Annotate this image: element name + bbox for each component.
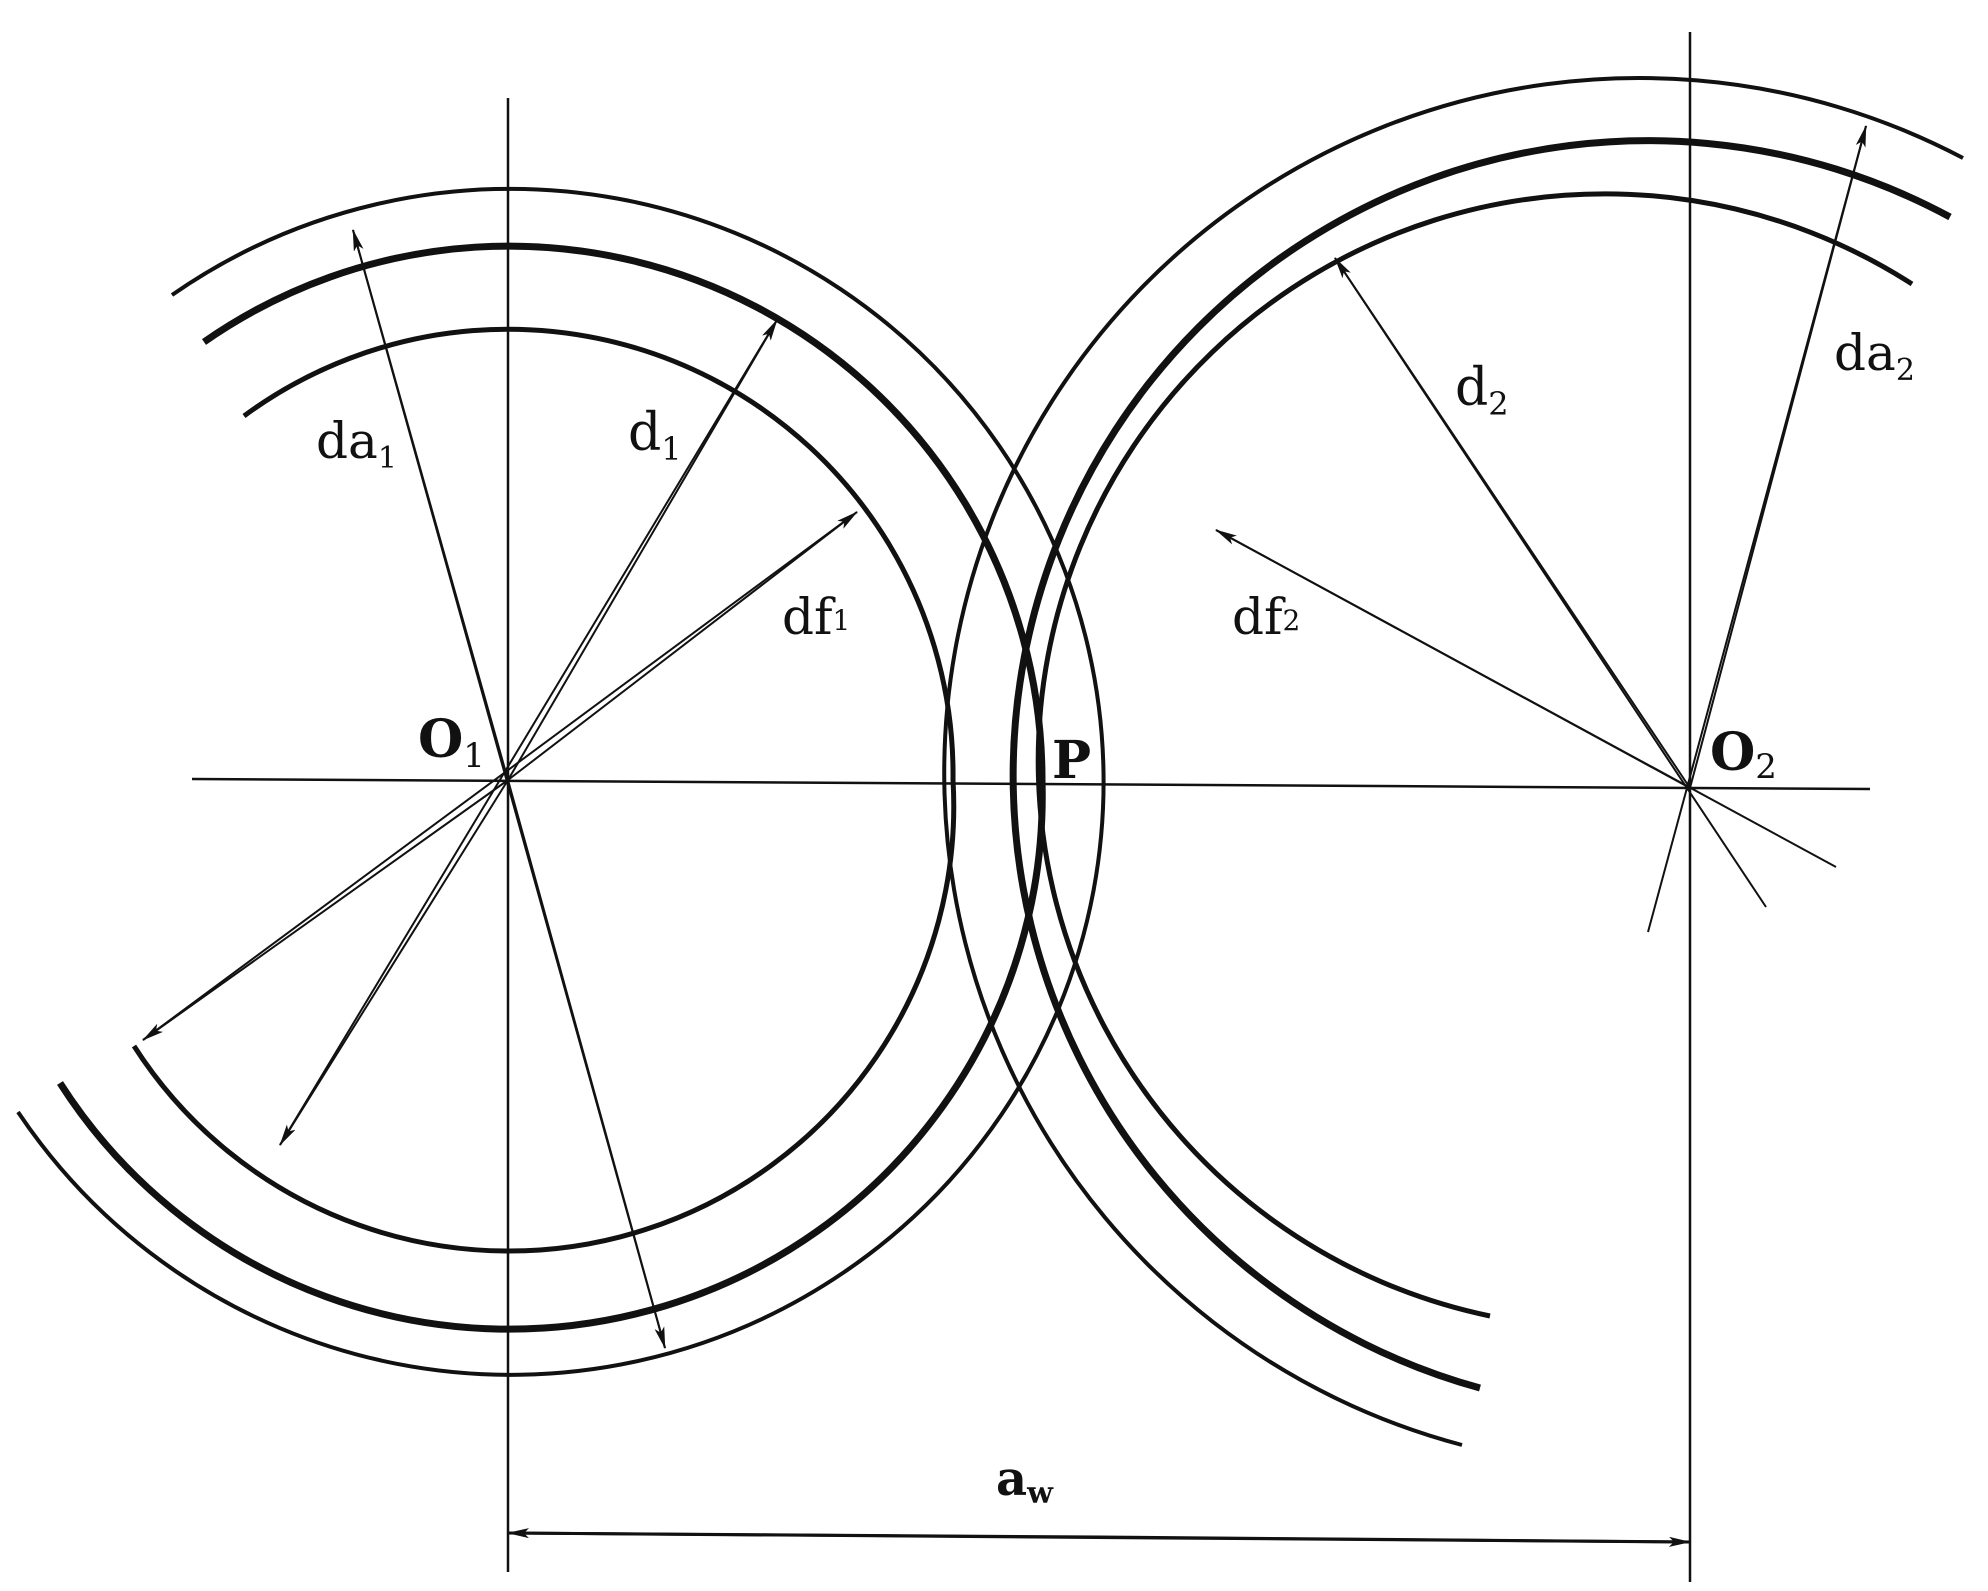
gear2-d-arrow (1334, 257, 1691, 789)
gear1-df-arrow-down (142, 779, 509, 1041)
label-da2: da2 (1834, 324, 1915, 388)
aw-arrow-left (507, 1528, 1100, 1539)
label-O1: O1 (418, 709, 485, 776)
gear1-d-arrow-down (279, 779, 509, 1146)
gear1-d-arrow-up (507, 319, 778, 781)
gear1-da-arrow-up (352, 229, 509, 781)
label-da1: da1 (316, 412, 397, 476)
label-df2: df2 (1232, 588, 1300, 646)
gear1-df-dimension-line (142, 511, 858, 1041)
gear1-root-circle (131, 326, 957, 1254)
horizontal-centerline (191, 777, 1871, 791)
gear1-df-arrow-up (507, 511, 858, 781)
gear2-pitch-circle (1009, 137, 1952, 1392)
label-d2: d2 (1455, 358, 1509, 423)
gear1-tip-circle (16, 186, 1106, 1377)
label-P: P (1052, 730, 1091, 791)
label-aw: aw (996, 1451, 1054, 1511)
gear1-d-dimension-line (279, 319, 778, 1146)
label-d1: d1 (628, 403, 682, 468)
gear1-da-arrow-down (507, 779, 666, 1349)
gear1-pitch-circle-lower (57, 779, 1046, 1333)
gear1-pitch-circle-upper (202, 242, 1046, 781)
label-df1: df1 (782, 588, 850, 646)
gear2-tip-circle (942, 76, 1964, 1447)
gear2-df-arrow (1215, 529, 1691, 789)
label-O2: O2 (1710, 722, 1777, 787)
gear2-root-circle (1035, 191, 1914, 1319)
gear2-da-arrow (1689, 125, 1867, 789)
aw-arrow-right (1098, 1535, 1691, 1547)
